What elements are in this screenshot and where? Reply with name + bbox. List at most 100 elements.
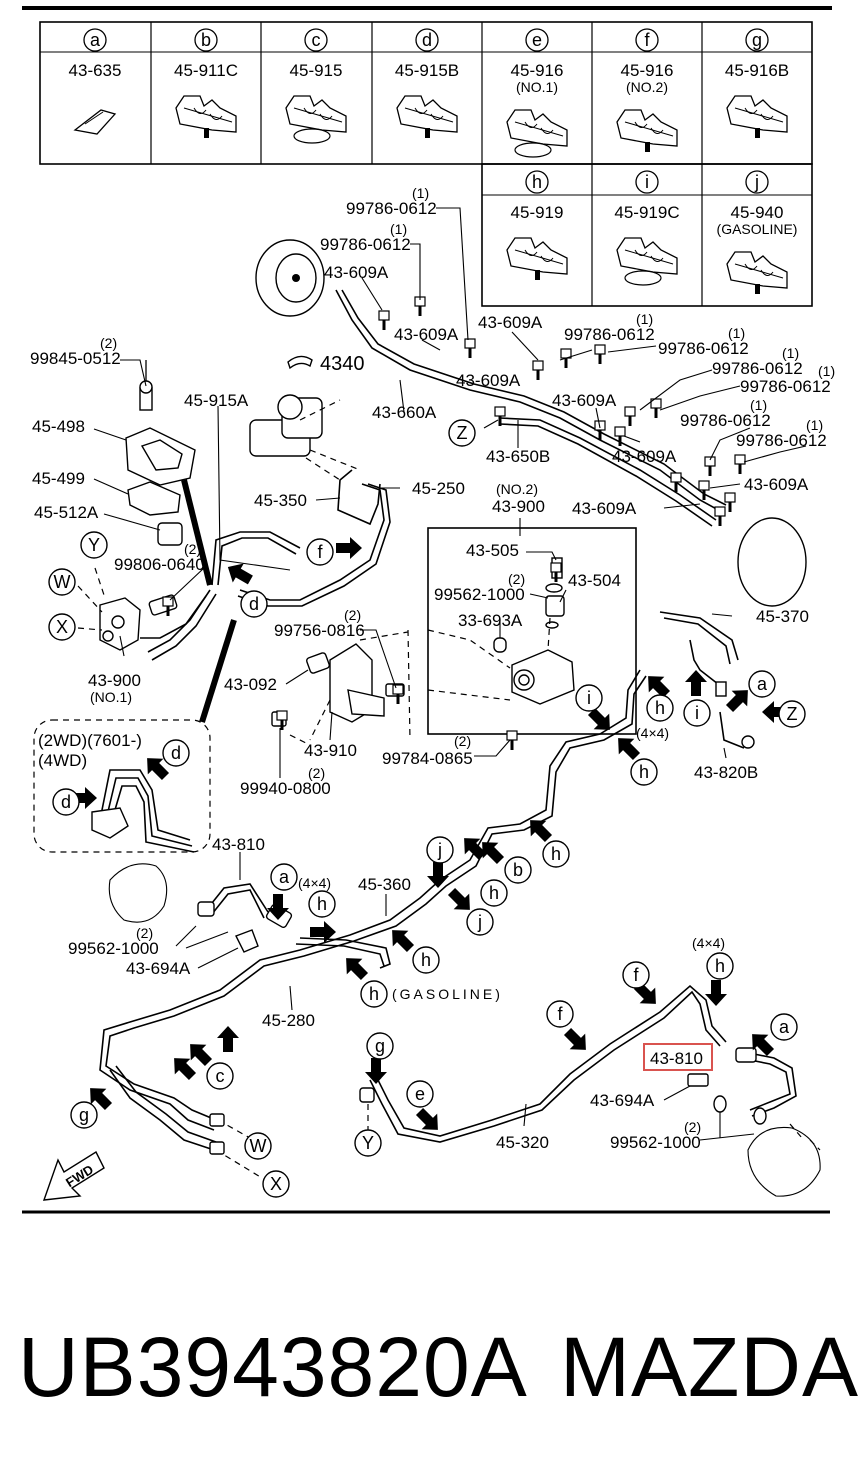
callout-letter: a (779, 1017, 790, 1037)
qty-label: (2) (508, 571, 525, 587)
part-43-609A: 43-609A (744, 475, 809, 494)
part-43-609A: 43-609A (394, 325, 459, 344)
inset-2wd-4wd (33, 719, 211, 853)
qty-label: (2) (684, 1119, 701, 1135)
callout-arrow-icon (762, 701, 788, 723)
callout-h: h (542, 840, 570, 868)
qty-label: (1) (750, 397, 767, 413)
callout-letter: g (79, 1105, 89, 1125)
callout-arrow-icon (530, 820, 553, 843)
callout-letter: f (633, 965, 639, 985)
callout-h: h (308, 890, 336, 918)
callout-h: h (646, 694, 674, 722)
legend-part-note: (NO.2) (626, 79, 668, 95)
part-99784-0865: 99784-0865 (382, 749, 473, 768)
callout-letter: a (279, 867, 290, 887)
callout-Y: Y (354, 1129, 382, 1157)
legend-part-number: 45-940 (731, 203, 784, 222)
part-45-280: 45-280 (262, 1011, 315, 1030)
part-45-498: 45-498 (32, 417, 85, 436)
part-43-910: 43-910 (304, 741, 357, 760)
callout-arrow-icon (217, 1026, 239, 1052)
callout-arrow-icon (752, 1034, 775, 1057)
4x4-label: (4×4) (692, 935, 725, 951)
callout-arrow-icon (447, 887, 470, 910)
callout-letter: i (695, 703, 699, 723)
legend-part-number: 45-916B (725, 61, 789, 80)
callout-a: a (748, 670, 776, 698)
callout-d: d (52, 788, 80, 816)
bolt-icon (670, 472, 682, 492)
callout-letter: j (437, 840, 442, 860)
bolt-icon (724, 492, 736, 512)
highlighted-part[interactable]: 43-810 (643, 1043, 713, 1071)
callout-arrow-icon (705, 980, 727, 1006)
qty-label: (1) (636, 311, 653, 327)
callout-arrow-icon (190, 1044, 213, 1067)
callout-arrow-icon (90, 1088, 113, 1111)
callout-letter: j (477, 912, 482, 932)
part-43-900: 43-900 (492, 497, 545, 516)
legend-part-number: 43-635 (69, 61, 122, 80)
callout-letter: d (61, 792, 71, 812)
legend-part-note: (GASOLINE) (717, 221, 798, 237)
legend-cells: a43-635b45-911Cc45-915d45-915Be45-916(NO… (69, 28, 798, 294)
callout-Y: Y (80, 531, 108, 559)
callout-j: j (426, 836, 454, 864)
part-99786-0612: 99786-0612 (740, 377, 831, 396)
callout-arrow-icon (365, 1058, 387, 1084)
part-45-915A: 45-915A (184, 391, 249, 410)
qty-label: (2) (454, 733, 471, 749)
callout-arrow-icon (725, 690, 748, 713)
callout-letter: Y (362, 1133, 374, 1153)
part-43-820B: 43-820B (694, 763, 758, 782)
legend-part-number: 45-919 (511, 203, 564, 222)
callout-arrow-icon (482, 842, 505, 865)
callout-h: h (706, 952, 734, 980)
part-43-609A: 43-609A (612, 447, 677, 466)
callout-c: c (206, 1062, 234, 1090)
callout-X: X (48, 613, 76, 641)
clip-c-icon (285, 95, 347, 144)
callout-letter: h (369, 984, 379, 1004)
callout-W: W (48, 568, 76, 596)
bolt-icon (594, 420, 606, 440)
legend-cell-j: j45-940(GASOLINE) (717, 170, 798, 294)
callout-arrow-icon (174, 1058, 197, 1081)
callout-d: d (240, 590, 268, 618)
legend-cell-c: c45-915 (285, 28, 347, 144)
gasoline-label: (GASOLINE) (392, 986, 503, 1002)
callout-h: h (630, 758, 658, 786)
callout-letter: W (250, 1136, 267, 1156)
legend-cell-h: h45-919 (506, 170, 568, 280)
4x4-label: (4×4) (298, 875, 331, 891)
callout-b: b (504, 856, 532, 884)
bolt-icon (276, 710, 288, 730)
part-45-499: 45-499 (32, 469, 85, 488)
4wd-label: (4WD) (38, 751, 87, 770)
part-43-650B: 43-650B (486, 447, 550, 466)
callout-letter: h (551, 844, 561, 864)
legend-letter: f (644, 30, 650, 50)
callout-letter: h (639, 762, 649, 782)
pointer-line-1 (181, 479, 213, 586)
qty-label: (2) (184, 541, 201, 557)
legend-letter: c (312, 30, 321, 50)
part-99786-0612: 99786-0612 (712, 359, 803, 378)
bolt-icon (594, 344, 606, 364)
pointer-line-2 (199, 619, 237, 723)
clip-j-icon (726, 251, 788, 294)
part-43-660A: 43-660A (372, 403, 437, 422)
callout-letter: Y (88, 535, 100, 555)
no2-label: (NO.2) (496, 481, 538, 497)
part-43-810: 43-810 (212, 835, 265, 854)
callout-letter: i (587, 688, 591, 708)
bolt-icon (650, 398, 662, 418)
qty-label: (1) (806, 417, 823, 433)
callout-e: e (406, 1080, 434, 1108)
clip-f-icon (616, 109, 678, 152)
callout-letter: d (249, 594, 259, 614)
right-upper-lines (659, 517, 807, 749)
bolt-icon (614, 426, 626, 446)
part-99562-1000: 99562-1000 (434, 585, 525, 604)
